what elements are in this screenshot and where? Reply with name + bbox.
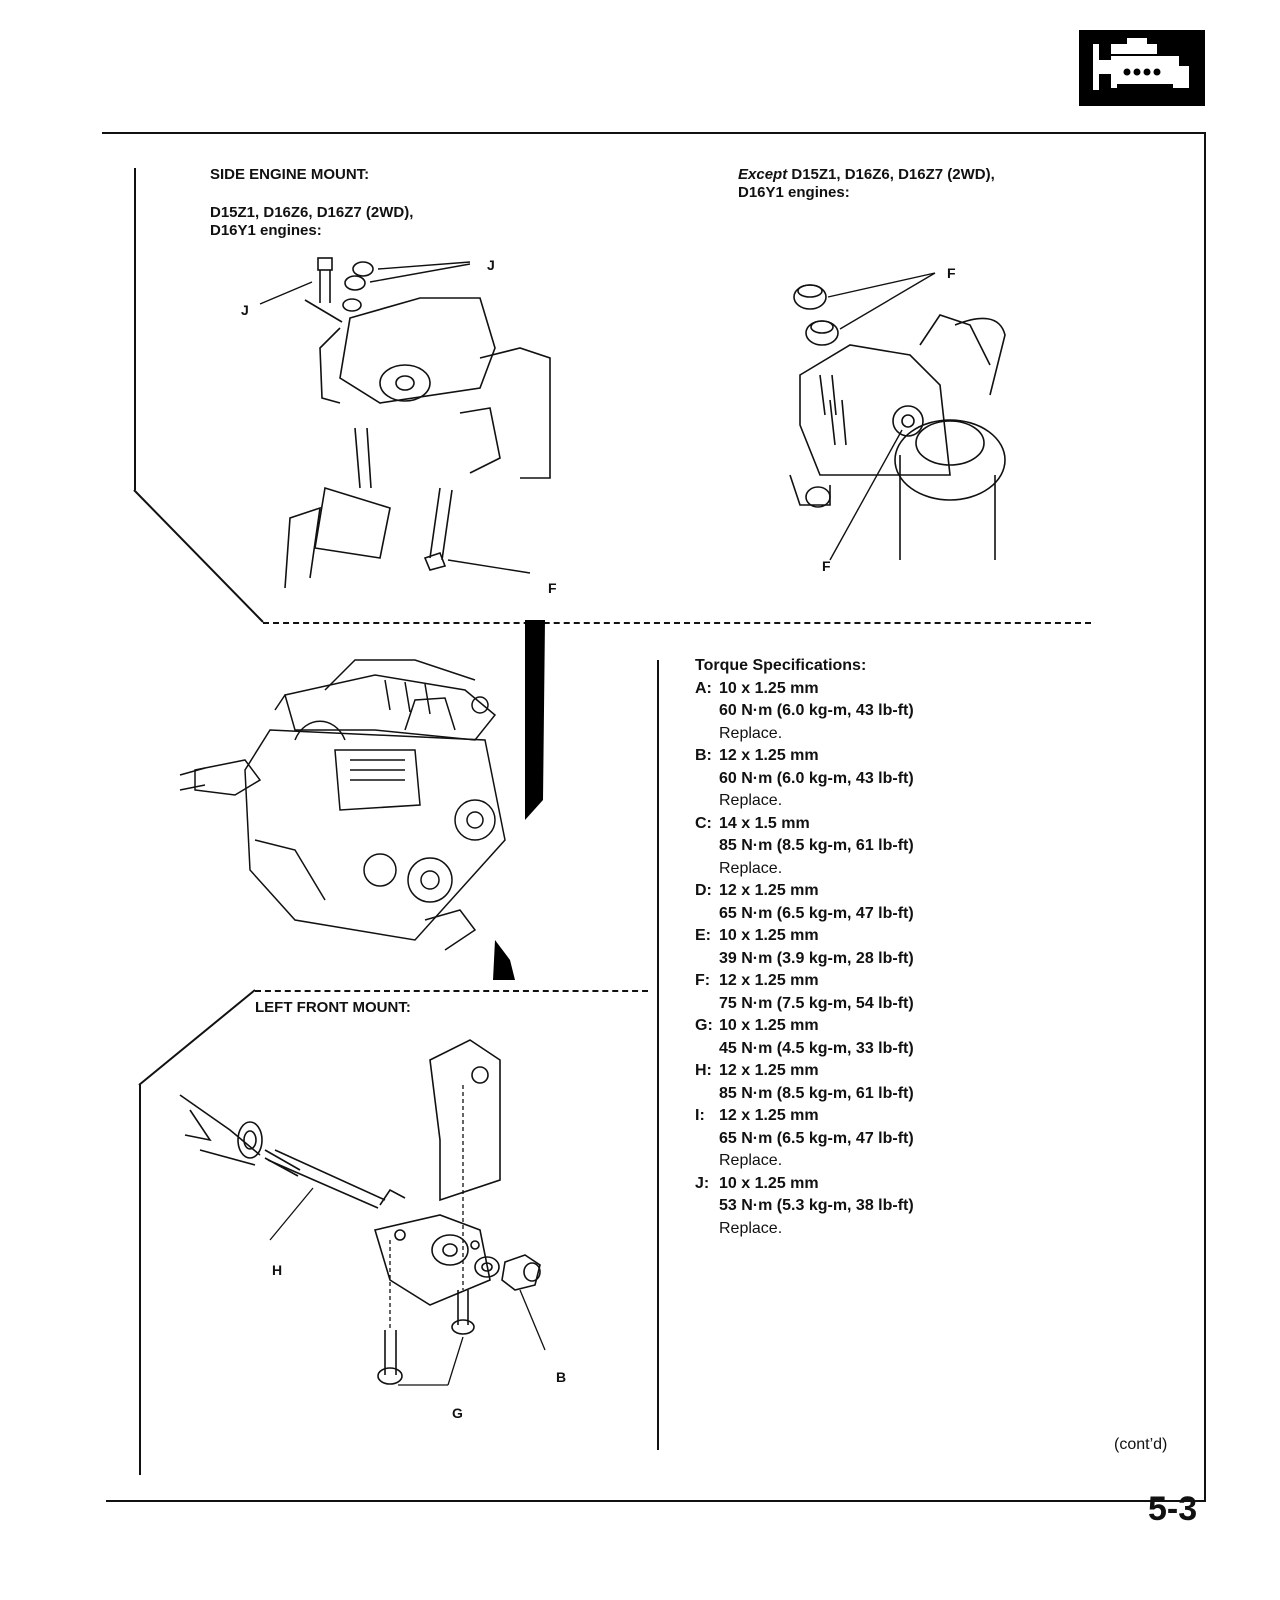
left-front-mount-diagram [179, 1039, 546, 1386]
callout-g: G [452, 1405, 463, 1421]
except-word: Except [738, 166, 788, 183]
torque-key: A: [695, 679, 712, 697]
torque-size: 12 x 1.25 mm [719, 1062, 819, 1079]
torque-size: 12 x 1.25 mm [719, 1107, 819, 1124]
torque-key: G: [695, 1017, 713, 1034]
callout-b: B [556, 1369, 567, 1385]
torque-spec: 45 N·m (4.5 kg-m, 33 lb-ft) [719, 1039, 914, 1057]
torque-key: B: [695, 747, 712, 764]
torque-item-e: E: 10 x 1.25 mm [695, 925, 914, 948]
torque-spec: 65 N·m (6.5 kg-m, 47 lb-ft) [719, 1129, 914, 1147]
side-engine-mount-title: SIDE ENGINE MOUNT: [210, 166, 370, 183]
top-rule [102, 132, 1206, 134]
torque-size: 10 x 1.25 mm [719, 1017, 819, 1034]
torque-size: 12 x 1.25 mm [719, 882, 819, 899]
torque-item-f: F: 12 x 1.25 mm [695, 970, 914, 993]
callout-h: H [272, 1262, 283, 1278]
torque-size: 14 x 1.5 mm [719, 814, 810, 832]
engine-section-tab [1079, 30, 1205, 106]
torque-note: Replace. [719, 859, 783, 877]
torque-key: D: [695, 882, 712, 899]
side-mount-left-variant: D15Z1, D16Z6, D16Z7 (2WD), D16Y1 engines… [210, 204, 414, 239]
page-number: 5-3 [1148, 1490, 1198, 1528]
callout-f-top-right: F [947, 265, 956, 281]
torque-key: F: [695, 972, 711, 989]
right-variant-line2: D16Y1 engines: [738, 184, 850, 201]
torque-item-d: D: 12 x 1.25 mm [695, 880, 914, 903]
mid-dashed-rule [263, 622, 1091, 624]
torque-key: E: [695, 927, 711, 944]
torque-item-c: C: 14 x 1.5 mm [695, 813, 914, 836]
callout-f-bottom-right: F [822, 558, 831, 574]
torque-spec: 60 N·m (6.0 kg-m, 43 lb-ft) [719, 769, 914, 787]
engine-overview-diagram [179, 620, 545, 980]
torque-item-g: G: 10 x 1.25 mm [695, 1015, 914, 1038]
torque-spec: 60 N·m (6.0 kg-m, 43 lb-ft) [719, 702, 914, 719]
torque-item-b: B: 12 x 1.25 mm [695, 745, 914, 768]
torque-size: 12 x 1.25 mm [719, 972, 819, 989]
torque-spec: 85 N·m (8.5 kg-m, 61 lb-ft) [719, 837, 914, 854]
left-frame-bottom [139, 1085, 141, 1475]
engine-block-icon [1093, 38, 1189, 90]
torque-spec: 39 N·m (3.9 kg-m, 28 lb-ft) [719, 949, 914, 967]
torque-note: Replace. [719, 792, 783, 809]
lower-dashed-rule [255, 990, 648, 992]
continued-note: (cont’d) [1114, 1436, 1168, 1453]
torque-item-h: H: 12 x 1.25 mm [695, 1060, 914, 1083]
torque-specifications: Torque Specifications: A: 10 x 1.25 mm 60… [695, 655, 914, 1240]
torque-item-j: J: 10 x 1.25 mm [695, 1173, 914, 1196]
left-frame-top [134, 168, 136, 490]
torque-key: C: [695, 814, 712, 832]
side-mount-diagram-left [259, 257, 551, 589]
torque-size: 10 x 1.25 mm [719, 679, 819, 697]
torque-spec: 75 N·m (7.5 kg-m, 54 lb-ft) [719, 994, 914, 1012]
torque-spec: 65 N·m (6.5 kg-m, 47 lb-ft) [719, 904, 914, 922]
torque-item-i: I: 12 x 1.25 mm [695, 1105, 914, 1128]
torque-size: 12 x 1.25 mm [719, 747, 819, 764]
torque-title: Torque Specifications: [695, 657, 867, 674]
torque-note: Replace. [719, 724, 783, 742]
callout-f-left: F [548, 580, 557, 596]
right-variant-engines: D15Z1, D16Z6, D16Z7 (2WD), [787, 166, 995, 183]
left-front-mount-title: LEFT FRONT MOUNT: [255, 999, 411, 1016]
side-mount-diagram-right [789, 272, 1006, 561]
torque-key: I: [695, 1107, 705, 1124]
torque-note: Replace. [719, 1152, 783, 1169]
torque-divider [657, 660, 659, 1450]
torque-spec: 53 N·m (5.3 kg-m, 38 lb-ft) [719, 1197, 914, 1214]
torque-key: H: [695, 1062, 712, 1079]
torque-size: 10 x 1.25 mm [719, 927, 819, 944]
torque-note: Replace. [719, 1219, 783, 1237]
bottom-rule [106, 1500, 1206, 1502]
callout-j-right: J [487, 257, 495, 273]
torque-size: 10 x 1.25 mm [719, 1174, 819, 1192]
callout-j-left: J [241, 302, 249, 318]
torque-item-a: A: 10 x 1.25 mm [695, 678, 914, 701]
right-frame [1204, 132, 1206, 1502]
side-mount-right-variant: Except D15Z1, D16Z6, D16Z7 (2WD), D16Y1 … [738, 166, 995, 202]
torque-spec: 85 N·m (8.5 kg-m, 61 lb-ft) [719, 1084, 914, 1102]
torque-key: J: [695, 1174, 710, 1192]
